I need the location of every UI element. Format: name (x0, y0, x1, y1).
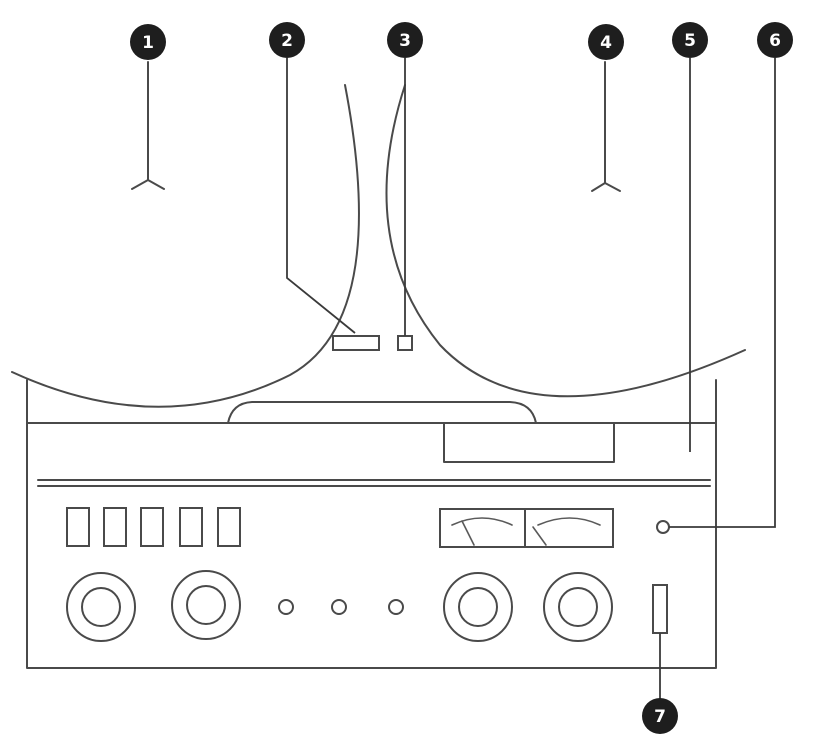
push-button-4 (179, 507, 203, 547)
callout-1-badge: 1 (130, 24, 166, 60)
callout-1-label: 1 (142, 33, 154, 53)
vu-meter-right (524, 508, 614, 548)
knob-4 (543, 572, 613, 642)
left-reel-arc (11, 84, 360, 408)
callout-4-label: 4 (600, 33, 612, 53)
head-block (443, 422, 615, 463)
callout-3-label: 3 (399, 31, 411, 51)
callout-3-badge: 3 (387, 22, 423, 58)
small-jack-2 (331, 599, 347, 615)
vu-meter-left (439, 508, 526, 548)
push-button-5 (217, 507, 241, 547)
head-cover (227, 401, 537, 424)
callout-2-badge: 2 (269, 22, 305, 58)
right-reel-hub-marker (591, 61, 621, 192)
vertical-slot (652, 584, 668, 634)
left-reel-hub-marker (131, 61, 165, 190)
callout-4-badge: 4 (588, 24, 624, 60)
small-jack-1 (278, 599, 294, 615)
callout-7-badge: 7 (642, 698, 678, 734)
right-reel-arc (385, 84, 746, 398)
callout-2-label: 2 (281, 31, 293, 51)
small-jack-3 (388, 599, 404, 615)
callout-6-label: 6 (769, 31, 781, 51)
callout-5-label: 5 (684, 31, 696, 51)
leader-line-6 (669, 58, 776, 528)
callout-6-badge: 6 (757, 22, 793, 58)
knob-3 (443, 572, 513, 642)
knob-1 (66, 572, 136, 642)
tape-guide-slot (332, 335, 380, 351)
push-button-3 (140, 507, 164, 547)
deck-body-outline (26, 379, 717, 669)
push-button-2 (103, 507, 127, 547)
callout-7-label: 7 (654, 707, 666, 727)
callout-5-badge: 5 (672, 22, 708, 58)
knob-2 (171, 570, 241, 640)
leader-line-2 (286, 58, 356, 334)
indicator-lamp (656, 520, 670, 534)
push-button-1 (66, 507, 90, 547)
tape-sensor-square (397, 335, 413, 351)
